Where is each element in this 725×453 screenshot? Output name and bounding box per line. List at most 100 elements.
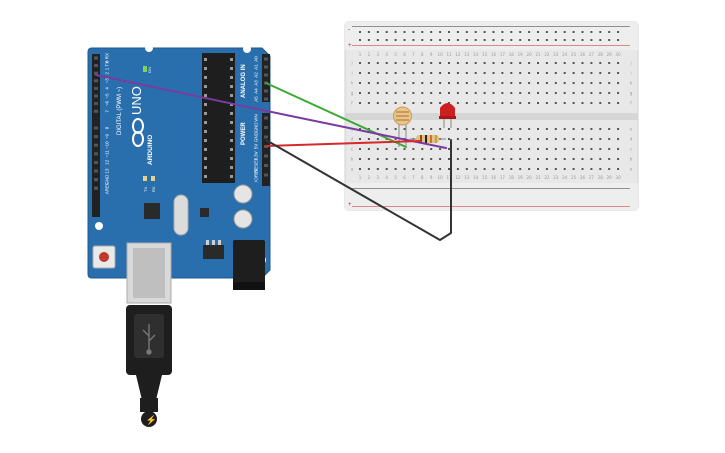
terminal-hole [617,168,620,170]
digital-pin [94,79,98,83]
power-pin [264,135,268,139]
terminal-hole [590,62,593,64]
chip-pin [230,58,233,61]
terminal-hole [421,148,424,150]
terminal-hole [581,168,584,170]
terminal-hole [590,168,593,170]
terminal-hole [456,72,459,74]
column-number: 17 [500,175,506,180]
terminal-hole [537,128,539,130]
terminal-hole [617,92,620,94]
terminal-hole [367,82,370,84]
row-letter: d [630,137,633,142]
terminal-hole [510,102,513,104]
terminal-hole [537,158,539,160]
terminal-hole [465,148,468,150]
row-letter: i [351,71,352,76]
terminal-hole [403,128,406,130]
terminal-hole [412,128,415,130]
terminal-hole [412,82,415,84]
chip-pin [230,121,233,124]
analog-pin [264,57,268,61]
smd-chip [144,203,160,219]
rail-hole [483,39,486,41]
power-pin-label: VIN [254,114,259,122]
rail-hole [599,31,602,33]
terminal-hole [394,62,397,64]
terminal-hole [563,92,566,94]
terminal-hole [617,158,620,160]
terminal-hole [421,102,424,104]
terminal-hole [545,168,548,170]
digital-pin-label: 0 RX [105,53,110,63]
digital-pin-label: 12 [105,159,110,165]
terminal-hole [519,148,522,150]
analog-pin [264,89,268,93]
terminal-hole [537,82,539,84]
column-number: 2 [368,175,371,180]
terminal-hole [403,168,406,170]
smd-chip-small [200,208,209,217]
terminal-hole [376,168,379,170]
terminal-hole [439,128,442,130]
chip-pin [204,67,207,70]
terminal-hole [367,102,370,104]
column-number: 7 [412,52,415,57]
power-pin [264,154,268,158]
digital-pin [94,152,98,156]
terminal-hole [385,128,388,130]
terminal-hole [474,158,477,160]
terminal-hole [474,148,477,150]
column-number: 6 [403,175,406,180]
terminal-hole [528,72,531,74]
rail-hole [439,31,442,33]
terminal-hole [519,72,522,74]
chip-pin [204,58,207,61]
terminal-hole [421,128,424,130]
terminal-hole [510,158,513,160]
terminal-hole [608,148,611,150]
power-pin-label: IOREF [254,168,259,182]
column-number: 27 [589,52,595,57]
terminal-hole [474,102,477,104]
analog-pin-label: A1 [254,64,259,70]
terminal-hole [359,102,361,104]
terminal-hole [448,82,450,84]
terminal-hole [554,82,557,84]
terminal-hole [554,62,557,64]
terminal-hole [519,138,522,140]
column-number: 14 [473,175,479,180]
terminal-hole [545,128,548,130]
power-pin-label: 3.3V [254,151,259,160]
digital-pin-label: 1 TX [105,61,110,70]
column-number: 3 [377,52,380,57]
terminal-hole [376,138,379,140]
chip-pin [230,175,233,178]
digital-pin-label: 2 [105,71,110,74]
rail-hole [412,31,415,33]
usb-cable: ⚡ [126,305,172,427]
power-pin [264,126,268,129]
terminal-hole [430,148,433,150]
terminal-hole [421,158,424,160]
rail-hole [554,31,557,33]
terminal-hole [554,102,557,104]
terminal-hole [501,158,504,160]
terminal-hole [385,72,388,74]
terminal-hole [563,102,566,104]
row-letter: g [351,91,354,96]
terminal-hole [403,148,406,150]
center-channel [345,113,638,120]
power-pin [264,173,268,177]
row-letter: b [630,157,633,162]
resistor [410,135,446,143]
terminal-hole [528,158,531,160]
terminal-hole [483,102,486,104]
digital-pin-label: ~9 [105,134,110,140]
terminal-hole [563,82,566,84]
terminal-hole [590,72,593,74]
rail-plus-label: + [348,43,352,49]
terminal-hole [537,148,539,150]
terminal-hole [501,138,504,140]
analog-pin-label: A5 [254,96,259,102]
